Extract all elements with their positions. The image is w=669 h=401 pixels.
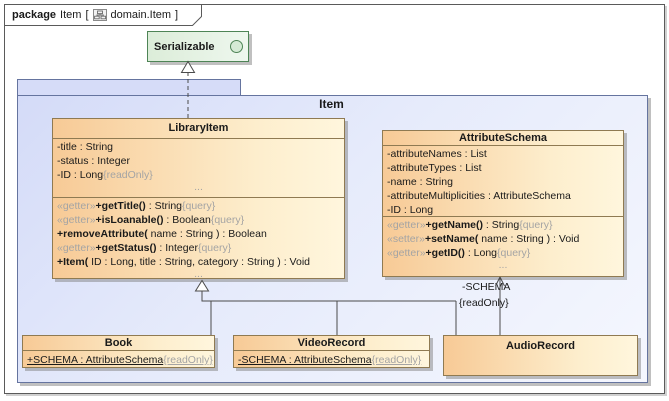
class-attributeschema-attributes: -attributeNames : List -attributeTypes : …	[383, 145, 623, 216]
frame-diagram-name: domain.Item	[110, 8, 172, 21]
member-segment: -attributeTypes : List	[387, 162, 482, 174]
member-segment: +getTitle()	[95, 200, 146, 212]
member-row: «setter»+setName( name : String ) : Void	[383, 232, 623, 246]
member-segment: -attributeMultiplicities : AttributeSche…	[387, 190, 571, 202]
member-row: ...	[53, 182, 344, 193]
diagram-frame	[4, 4, 665, 394]
frame-keyword: package	[12, 8, 57, 21]
member-segment: -status : Integer	[57, 155, 130, 167]
member-segment: ...	[194, 269, 203, 279]
class-attributeschema-name: AttributeSchema	[458, 132, 548, 144]
member-segment: «getter»	[57, 242, 96, 254]
class-attributeschema[interactable]: AttributeSchema -attributeNames : List-a…	[382, 130, 624, 277]
member-row: «getter»+getStatus() : Integer{query}	[53, 241, 344, 255]
member-segment: : Integer	[156, 242, 198, 254]
member-segment: -title : String	[57, 141, 114, 153]
member-segment: -ID : Long	[57, 169, 104, 181]
member-segment: +getName()	[425, 219, 484, 231]
class-serializable-name: Serializable	[154, 40, 215, 53]
member-row: «getter»+getName() : String{query}	[383, 218, 623, 232]
member-row: +SCHEMA : AttributeSchema{readOnly}	[23, 352, 214, 367]
member-segment: ...	[498, 260, 508, 271]
frame-header: package Item [ domain.Item ]	[12, 7, 178, 22]
member-segment: : Long	[464, 247, 498, 259]
association-schema-constraint-label: {readOnly}	[459, 297, 509, 309]
interface-circle-icon	[230, 40, 243, 53]
member-row: -attributeNames : List	[383, 147, 623, 161]
member-row: «getter»+isLoanable() : Boolean{query}	[53, 213, 344, 227]
member-segment: «getter»	[387, 247, 426, 259]
member-segment: +isLoanable()	[95, 214, 164, 226]
member-segment: «setter»	[387, 233, 425, 245]
member-segment: +getStatus()	[95, 242, 157, 254]
member-segment: +SCHEMA : AttributeSchema	[27, 354, 164, 366]
member-segment: +setName(	[424, 233, 479, 245]
member-segment: : String	[145, 200, 182, 212]
member-row: ...	[53, 269, 344, 279]
member-row: +removeAttribute( name : String ) : Bool…	[53, 227, 344, 241]
member-segment: -name : String	[387, 176, 453, 188]
member-segment: {query}	[182, 200, 216, 212]
association-schema-name-label: -SCHEMA	[462, 281, 511, 293]
member-row: -ID : Long{readOnly}	[53, 168, 344, 182]
member-segment: {readOnly}	[371, 354, 422, 366]
member-row: -attributeTypes : List	[383, 161, 623, 175]
member-segment: {query}	[497, 247, 531, 259]
member-segment: +removeAttribute(	[57, 228, 148, 240]
member-segment: «getter»	[387, 219, 426, 231]
member-row: -title : String	[53, 140, 344, 154]
member-segment: -ID : Long	[387, 204, 434, 216]
class-attributeschema-operations: «getter»+getName() : String{query}«sette…	[383, 216, 623, 271]
member-segment: «getter»	[57, 214, 96, 226]
class-book[interactable]: Book +SCHEMA : AttributeSchema{readOnly}	[22, 335, 215, 368]
class-book-attributes: +SCHEMA : AttributeSchema{readOnly}	[23, 350, 214, 367]
class-audiorecord-name: AudioRecord	[505, 340, 576, 352]
member-row: ...	[383, 260, 623, 271]
member-row: «getter»+getTitle() : String{query}	[53, 199, 344, 213]
frame-bracket-open: [	[85, 8, 89, 21]
member-row: -attributeMultiplicities : AttributeSche…	[383, 189, 623, 203]
package-item-title: Item	[319, 97, 344, 111]
class-serializable[interactable]: Serializable	[147, 31, 249, 62]
member-row: -name : String	[383, 175, 623, 189]
package-item-tab[interactable]	[17, 79, 241, 96]
member-segment: {readOnly}	[163, 354, 213, 366]
member-segment: name : String ) : Boolean	[147, 228, 267, 240]
member-segment: name : String ) : Void	[478, 233, 580, 245]
member-segment: -SCHEMA : AttributeSchema	[238, 354, 372, 366]
member-segment: -attributeNames : List	[387, 148, 487, 160]
member-row: «getter»+getID() : Long{query}	[383, 246, 623, 260]
class-videorecord-name: VideoRecord	[297, 337, 366, 349]
class-audiorecord[interactable]: AudioRecord	[443, 335, 638, 376]
member-segment: «getter»	[57, 200, 96, 212]
member-segment: {query}	[519, 219, 553, 231]
member-row: +Item( ID : Long, title : String, catego…	[53, 255, 344, 269]
frame-title: Item	[60, 8, 82, 21]
member-segment: {readOnly}	[103, 169, 153, 181]
member-segment: +Item(	[57, 256, 89, 268]
class-libraryitem-attributes: -title : String-status : Integer-ID : Lo…	[53, 138, 344, 197]
class-libraryitem-name: LibraryItem	[168, 122, 229, 134]
class-libraryitem-operations: «getter»+getTitle() : String{query}«gett…	[53, 197, 344, 279]
member-segment: +getID()	[425, 247, 465, 259]
frame-bracket-close: ]	[175, 8, 179, 21]
member-segment: : Boolean	[163, 214, 211, 226]
member-segment: {query}	[210, 214, 245, 226]
member-row: -status : Integer	[53, 154, 344, 168]
class-videorecord-attributes: -SCHEMA : AttributeSchema{readOnly}	[234, 350, 429, 367]
member-segment: ...	[194, 182, 203, 193]
member-row: -SCHEMA : AttributeSchema{readOnly}	[234, 352, 429, 367]
member-segment: ID : Long, title : String, category : St…	[88, 256, 310, 268]
member-segment: : String	[483, 219, 520, 231]
class-videorecord[interactable]: VideoRecord -SCHEMA : AttributeSchema{re…	[233, 335, 430, 368]
member-row: -ID : Long	[383, 203, 623, 216]
class-diagram-icon	[92, 8, 107, 21]
class-book-name: Book	[104, 337, 133, 349]
class-libraryitem[interactable]: LibraryItem -title : String -status : Int…	[52, 118, 345, 279]
member-segment: {query}	[197, 242, 232, 254]
